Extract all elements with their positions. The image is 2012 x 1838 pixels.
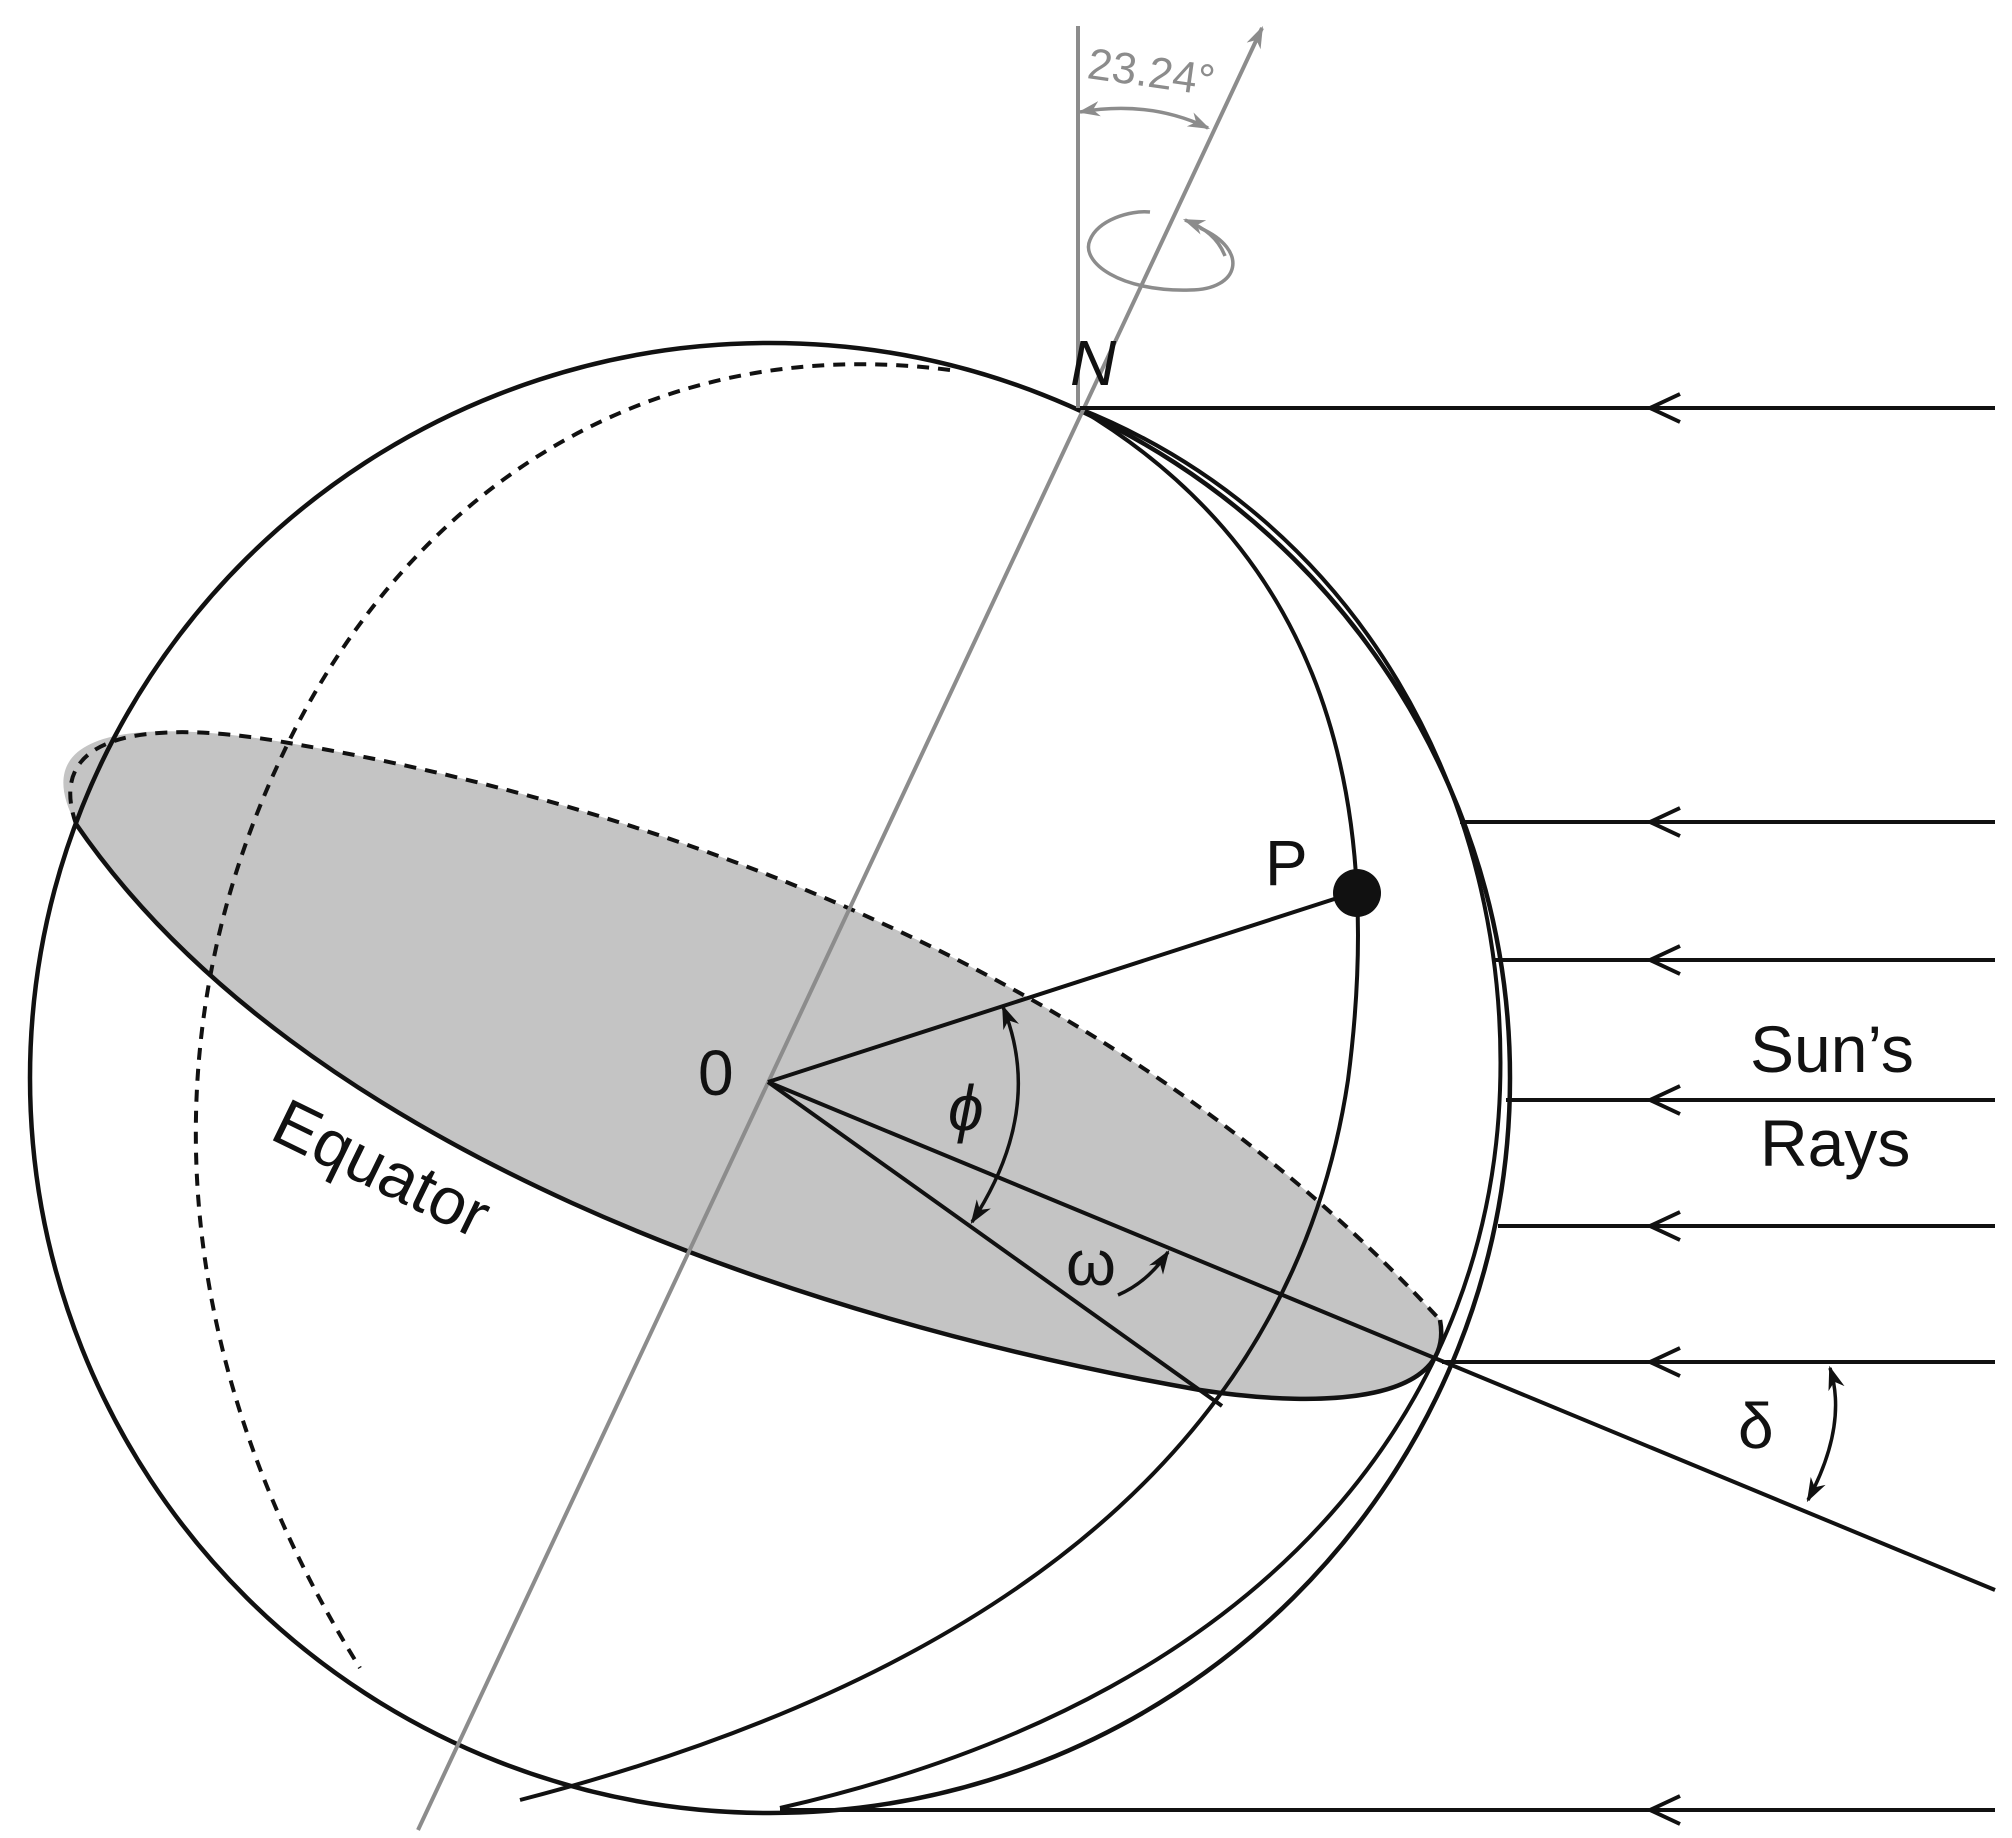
sun-ray-arrowhead — [1645, 392, 1681, 424]
sun-rays-label-line2: Rays — [1760, 1106, 1910, 1180]
front-meridian — [519, 406, 1360, 1802]
hour-angle-label: ω — [1066, 1227, 1116, 1299]
equator-back-edge — [68, 730, 1442, 1322]
back-meridian-dashed — [193, 362, 951, 1670]
rotation-arrow-head — [1182, 218, 1227, 257]
sun-rays — [780, 392, 1995, 1826]
equator-front-edge — [74, 822, 1444, 1402]
sun-ray-arrowhead — [1645, 1346, 1681, 1378]
point-p-marker — [1333, 869, 1381, 917]
declination-angle-label: δ — [1738, 1390, 1774, 1462]
tilt-angle-label: 23.24° — [1085, 39, 1218, 105]
illuminated-limb-arc — [779, 406, 1503, 1810]
sun-ray-arrowhead — [1645, 1210, 1681, 1242]
radius-to-p — [767, 890, 1357, 1084]
point-p-label: P — [1265, 827, 1308, 899]
declination-angle-arc — [1806, 1365, 1845, 1503]
latitude-angle-arc — [970, 1004, 1021, 1225]
hour-angle-arc — [1117, 1250, 1170, 1297]
sun-ray-arrowhead — [1645, 1794, 1681, 1826]
north-pole-label: N — [1070, 327, 1117, 399]
earth-outline — [27, 340, 1513, 1816]
sun-rays-label-line1: Sun’s — [1750, 1012, 1914, 1086]
rotation-arrow — [1086, 210, 1235, 292]
sun-ray-arrowhead — [1645, 806, 1681, 838]
sun-ray-arrowhead — [1645, 944, 1681, 976]
tilt-angle-arrow — [1077, 101, 1210, 130]
earth-axis — [416, 26, 1264, 1831]
radius-to-meridian-equator — [766, 1080, 1224, 1408]
equator-disk-fill — [63, 731, 1442, 1399]
origin-label: 0 — [698, 1037, 734, 1109]
equator-plane — [63, 730, 1444, 1402]
latitude-angle-label: ϕ — [948, 1072, 984, 1144]
sun-ray-arrowhead — [1645, 1084, 1681, 1116]
